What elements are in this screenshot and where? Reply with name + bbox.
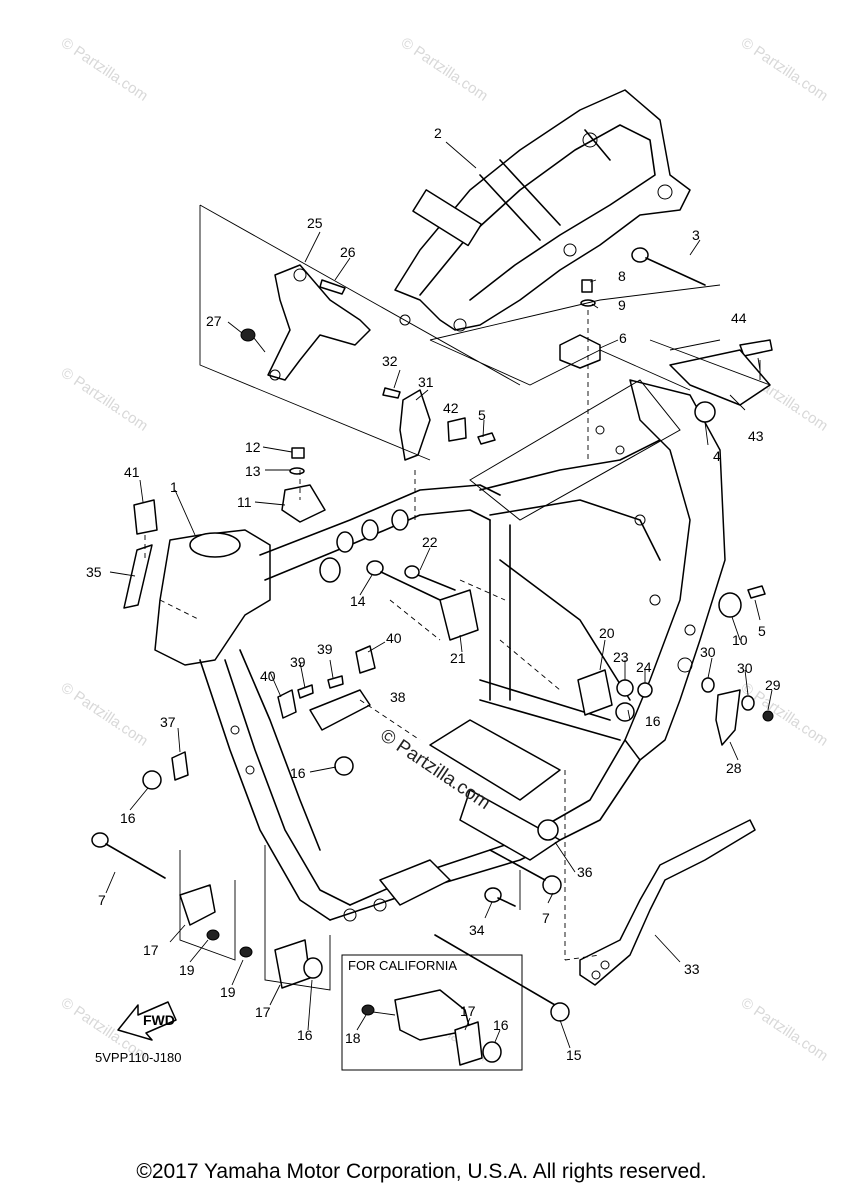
main-frame-part [154,379,726,922]
callout-13: 13 [245,463,261,479]
callout-16c: 16 [645,713,661,729]
callout-19b: 19 [220,984,236,1000]
fwd-arrow-label: FWD [143,1012,175,1028]
callout-17a: 17 [143,942,159,958]
callout-24: 24 [636,659,652,675]
callout-41: 41 [124,464,140,480]
callout-36: 36 [577,864,593,880]
callout-26: 26 [340,244,356,260]
callout-16a: 16 [120,810,136,826]
watermark-text: © Partzilla.com [58,34,151,105]
callout-21: 21 [450,650,466,666]
watermark-text: © Partzilla.com [738,679,831,750]
callout-37: 37 [160,714,176,730]
callout-23: 23 [613,649,629,665]
callout-16d: 16 [297,1027,313,1043]
callout-15: 15 [566,1047,582,1063]
callout-40a: 40 [260,668,276,684]
callout-32: 32 [382,353,398,369]
watermark-text: © Partzilla.com [738,34,831,105]
callout-42: 42 [443,400,459,416]
callout-14: 14 [350,593,366,609]
callout-28: 28 [726,760,742,776]
callout-7a: 7 [98,892,106,908]
watermark-text: © Partzilla.com [738,994,831,1065]
callout-19a: 19 [179,962,195,978]
copyright-notice: ©2017 Yamaha Motor Corporation, U.S.A. A… [136,1160,707,1183]
callout-40b: 40 [386,630,402,646]
callout-2: 2 [434,125,442,141]
callout-22: 22 [422,534,438,550]
callout-11: 11 [237,494,252,510]
callout-10: 10 [732,632,748,648]
california-inset-title: FOR CALIFORNIA [348,958,458,973]
callout-7b: 7 [542,910,550,926]
callout-20: 20 [599,625,615,641]
callout-38: 38 [390,689,406,705]
callout-5b: 5 [758,623,766,639]
callout-30b: 30 [737,660,753,676]
callout-9: 9 [618,297,626,313]
watermark-text: © Partzilla.com [398,34,491,105]
rear-fender-part [394,89,691,332]
callout-5a: 5 [478,407,486,423]
callout-27: 27 [206,313,222,329]
hardware-parts [91,247,774,1022]
callout-31: 31 [418,374,434,390]
california-inset [341,954,523,1071]
callout-3: 3 [692,227,700,243]
callout-35: 35 [86,564,102,580]
callout-8: 8 [618,268,626,284]
callout-34: 34 [469,922,485,938]
callout-6: 6 [619,330,627,346]
callout-25: 25 [307,215,323,231]
callout-43: 43 [748,428,764,444]
callout-18: 18 [345,1030,361,1046]
callout-numbers: 1 2 3 4 5 5 6 7 7 8 9 10 11 12 13 14 15 … [86,125,781,1063]
reference-lines [144,204,771,991]
callout-16e: 16 [493,1017,509,1033]
callout-12: 12 [245,439,261,455]
callout-39a: 39 [290,654,306,670]
callout-17c: 17 [460,1003,476,1019]
callout-17b: 17 [255,1004,271,1020]
callout-30a: 30 [700,644,716,660]
callout-1: 1 [170,479,178,495]
callout-leaders [105,141,773,1049]
fwd-arrow: FWD [117,1001,177,1041]
drawing-code: 5VPP110-J180 [95,1050,182,1065]
callout-33: 33 [684,961,700,977]
callout-39b: 39 [317,641,333,657]
callout-16b: 16 [290,765,306,781]
callout-29: 29 [765,677,781,693]
callout-44: 44 [731,310,747,326]
callout-4: 4 [713,448,721,464]
watermark-text: © Partzilla.com [58,679,151,750]
watermark-text: © Partzilla.com [58,364,151,435]
